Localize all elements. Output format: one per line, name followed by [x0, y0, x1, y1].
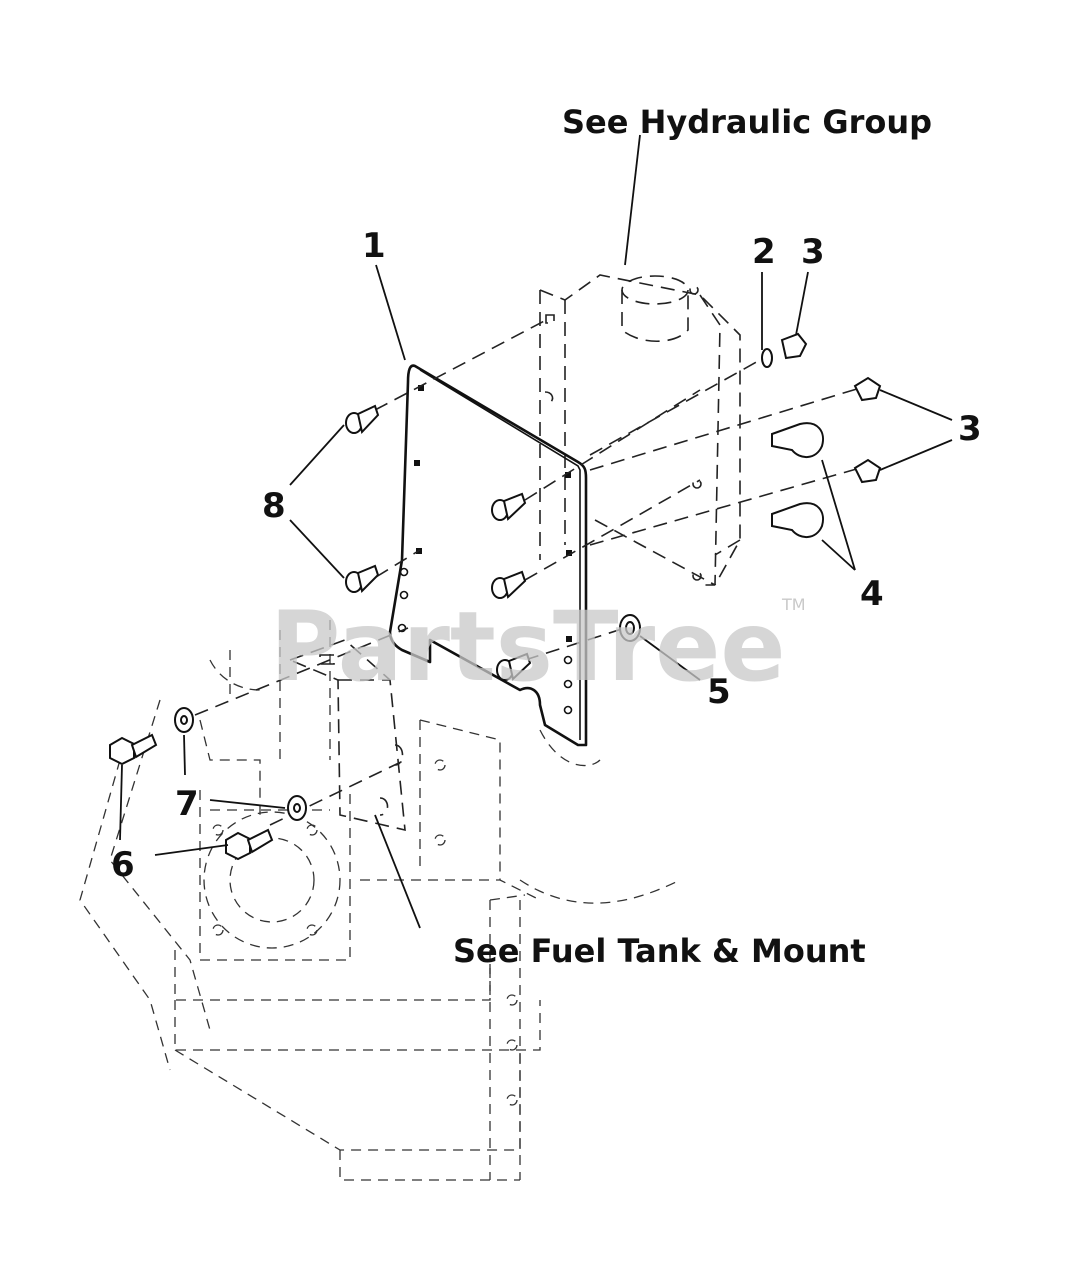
- nut-3-right-lower: [853, 458, 882, 484]
- nut-3-top: [780, 332, 808, 360]
- bolt-8-upper: [345, 404, 380, 435]
- clamp-4-lower: [771, 502, 824, 538]
- assembly-lines: [194, 317, 861, 826]
- callout-2: 2: [752, 232, 776, 272]
- bolt-bottom: [496, 652, 532, 681]
- ref-fuel-tank-mount: See Fuel Tank & Mount: [453, 932, 866, 970]
- washer-7-lower: [287, 795, 307, 821]
- bolt-8-lower: [345, 564, 380, 593]
- callout-3-right: 3: [958, 409, 982, 449]
- frame-dashed: [79, 620, 681, 1181]
- leader-lines: [119, 134, 953, 929]
- clamp-4-upper: [771, 422, 824, 458]
- spacer-5: [619, 614, 641, 642]
- ref-hydraulic-group: See Hydraulic Group: [562, 103, 932, 141]
- nut-3-right-upper: [853, 376, 882, 402]
- washer-7-upper: [174, 707, 194, 733]
- callout-6: 6: [111, 845, 135, 885]
- callout-1: 1: [362, 226, 386, 266]
- callout-7: 7: [175, 784, 199, 824]
- bolt-mid-upper: [491, 492, 527, 521]
- callout-4: 4: [860, 574, 884, 614]
- washer-2: [761, 348, 773, 368]
- callout-5: 5: [707, 672, 731, 712]
- watermark-text: PartsTree: [270, 591, 785, 703]
- bolt-6-lower: [225, 828, 274, 861]
- callout-8: 8: [262, 486, 286, 526]
- bolt-mid-lower: [491, 570, 527, 599]
- hydraulic-reservoir: [539, 274, 741, 586]
- bolt-6-upper: [109, 733, 158, 766]
- watermark: PartsTree TM: [270, 591, 806, 703]
- callout-3-top: 3: [801, 232, 825, 272]
- mounting-plate: [388, 364, 588, 747]
- watermark-trademark: TM: [781, 595, 806, 614]
